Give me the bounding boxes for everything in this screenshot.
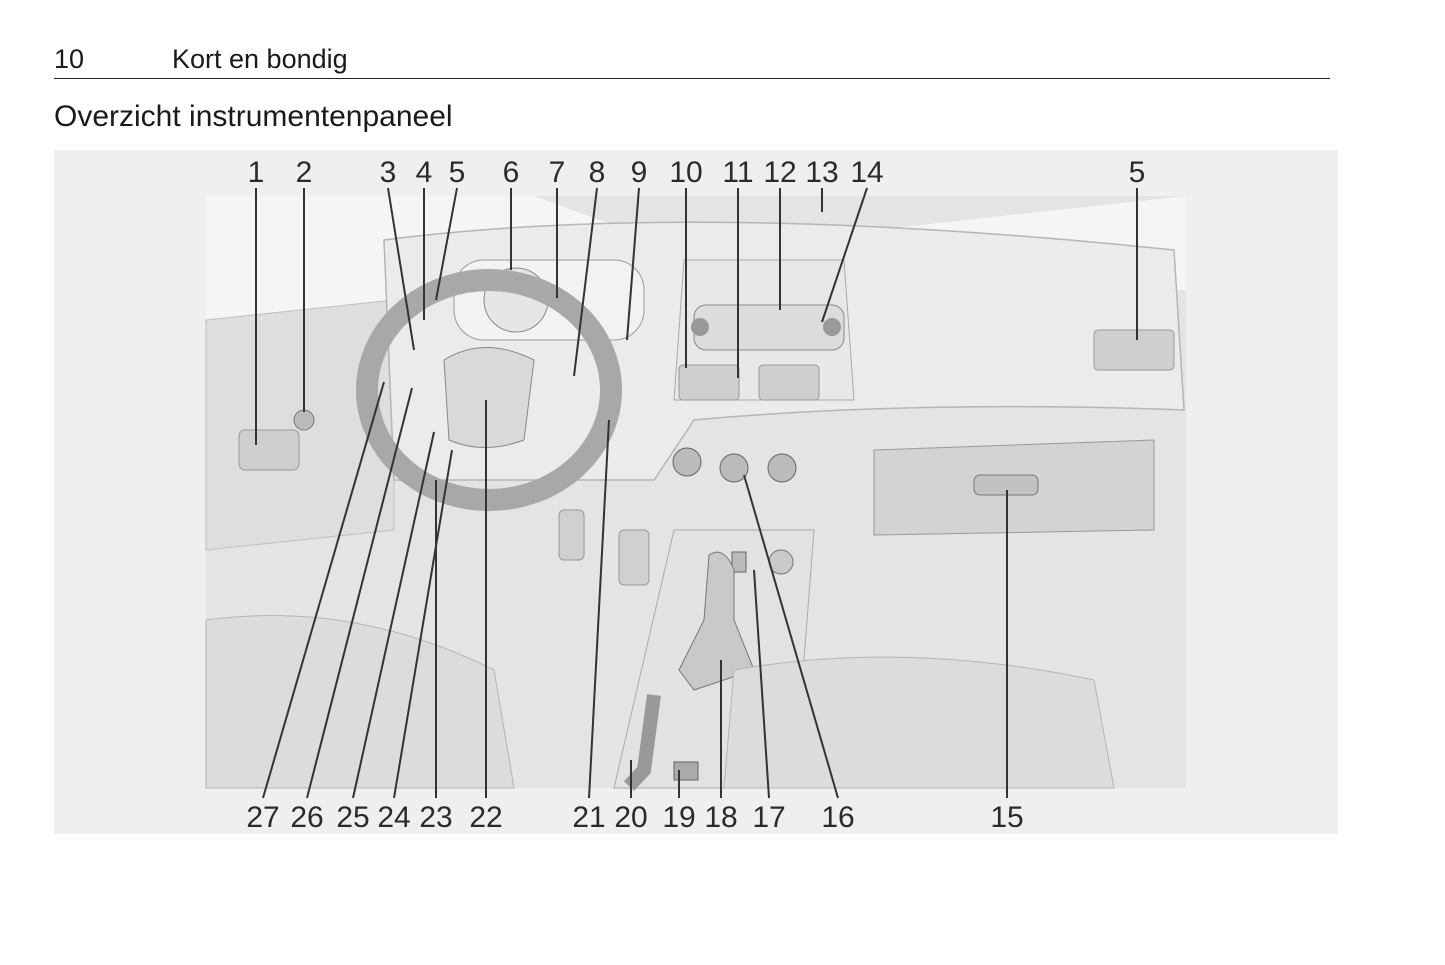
callout-14: 14 [850,156,883,189]
steering-wheel [356,269,622,511]
section-title: Overzicht instrumentenpaneel [54,100,453,133]
callout-12: 12 [763,156,796,189]
steering-wheel-hub [443,347,535,448]
callout-16: 16 [821,801,854,834]
callout-25: 25 [336,801,369,834]
leader-line-16 [743,474,839,799]
callout-18: 18 [704,801,737,834]
passenger-seat [723,656,1115,789]
page-header: 10 Kort en bondig [54,40,1330,79]
window-switch-panel [238,429,300,471]
callout-5: 5 [449,156,466,189]
callout-1: 1 [248,156,265,189]
callout-26: 26 [290,801,323,834]
centre-air-vent-right [758,364,820,401]
brake-pedal [558,509,585,561]
mirror-adjust-knob [293,409,315,431]
bottom-leader-lines [262,381,1008,799]
callout-9: 9 [631,156,648,189]
leader-line-24 [393,449,453,799]
callout-20: 20 [614,801,647,834]
callout-7: 7 [549,156,566,189]
gear-lever [678,551,755,691]
leader-line-26 [306,387,413,799]
callout-11: 11 [722,156,753,189]
page-number: 10 [54,44,85,74]
climate-knob-left [672,447,702,477]
callout-6: 6 [503,156,520,189]
callout-27: 27 [246,801,279,834]
callout-15: 15 [990,801,1023,834]
running-title: Kort en bondig [172,44,348,74]
climate-knob-middle [719,453,749,483]
leader-line-27 [262,381,385,799]
centre-air-vent-left [678,364,740,401]
callout-8: 8 [589,156,606,189]
leader-line-5 [435,187,458,301]
callout-13: 13 [805,156,838,189]
radio-left-knob [691,318,709,336]
socket-switch [731,551,747,573]
top-callouts: 1 2 3 4 5 6 7 8 9 10 11 12 13 14 5 [248,156,1146,189]
leader-line-17 [753,569,770,799]
callout-10: 10 [669,156,702,189]
parking-brake [623,694,661,791]
leader-line-8 [573,187,598,377]
top-leader-lines [255,187,1138,445]
leader-line-3 [387,187,415,351]
callout-23: 23 [419,801,452,834]
side-air-vent-right [1093,329,1175,371]
leader-line-14 [821,187,868,323]
leader-line-25 [352,431,435,799]
radio-right-knob [823,318,841,336]
radio-unit [693,304,845,351]
callout-2: 2 [296,156,313,189]
leader-line-21 [588,419,610,799]
accelerator-pedal [618,529,650,586]
callout-17: 17 [752,801,785,834]
climate-knob-right [767,453,797,483]
bottom-callouts: 27 26 25 24 23 22 21 20 19 18 17 16 15 [246,801,1023,834]
callout-24: 24 [377,801,410,834]
callout-21: 21 [572,801,605,834]
callout-5-right: 5 [1129,156,1146,189]
lower-switch-panel [673,761,699,781]
callout-22: 22 [469,801,502,834]
instrument-panel-illustration: 1 2 3 4 5 6 7 8 9 10 11 12 13 14 5 27 26… [54,150,1338,834]
callout-3: 3 [380,156,397,189]
instrument-panel-drawing: 1 2 3 4 5 6 7 8 9 10 11 12 13 14 5 27 26… [205,156,1186,834]
callout-19: 19 [662,801,695,834]
callout-4: 4 [416,156,433,189]
leader-line-9 [626,187,640,341]
